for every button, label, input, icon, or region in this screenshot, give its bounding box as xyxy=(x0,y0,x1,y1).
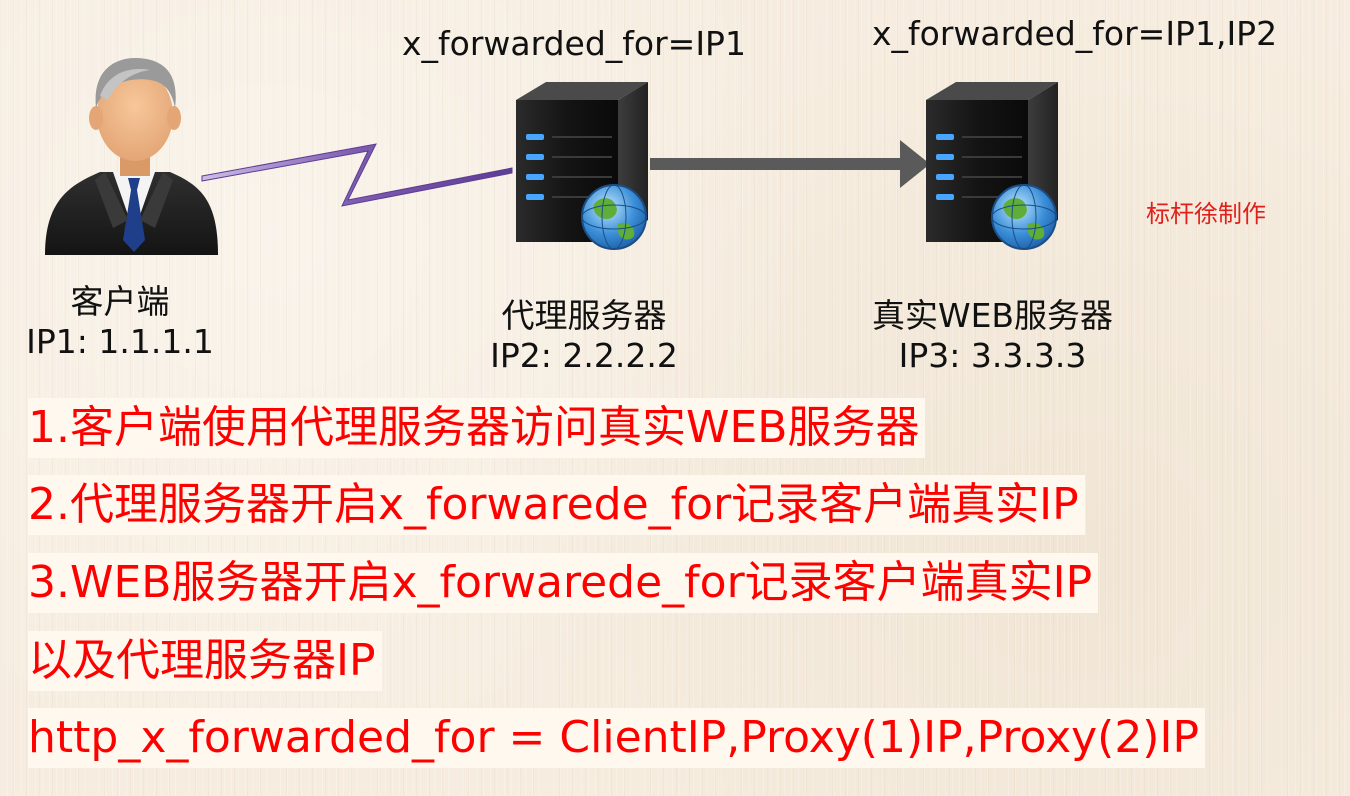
web-server-icon xyxy=(926,82,1058,250)
note-line-4: 以及代理服务器IP xyxy=(28,631,382,691)
client-ip: IP1: 1.1.1.1 xyxy=(26,321,214,361)
proxy-ip: IP2: 2.2.2.2 xyxy=(490,335,678,375)
forward-arrow xyxy=(650,140,930,188)
client-name: 客户端 xyxy=(70,282,170,321)
note-line-2: 2.代理服务器开启x_forwarede_for记录客户端真实IP xyxy=(28,475,1085,535)
user-icon xyxy=(45,58,218,255)
proxy-node-label: 代理服务器 IP2: 2.2.2.2 xyxy=(464,296,704,375)
note-line-5: http_x_forwarded_for = ClientIP,Proxy(1)… xyxy=(28,708,1205,768)
author-credit: 标杆徐制作 xyxy=(1146,200,1266,228)
web-ip: IP3: 3.3.3.3 xyxy=(898,335,1087,375)
web-node-label: 真实WEB服务器 IP3: 3.3.3.3 xyxy=(840,296,1145,375)
client-node-label: 客户端 IP1: 1.1.1.1 xyxy=(0,282,240,361)
web-xff-label: x_forwarded_for=IP1,IP2 xyxy=(872,14,1278,53)
note-line-3: 3.WEB服务器开启x_forwarede_for记录客户端真实IP xyxy=(28,553,1099,613)
proxy-xff-label: x_forwarded_for=IP1 xyxy=(402,24,746,63)
note-line-1: 1.客户端使用代理服务器访问真实WEB服务器 xyxy=(28,398,926,458)
web-name: 真实WEB服务器 xyxy=(871,296,1114,335)
proxy-name: 代理服务器 xyxy=(501,296,667,335)
proxy-server-icon xyxy=(516,82,648,250)
lightning-link xyxy=(201,143,513,207)
